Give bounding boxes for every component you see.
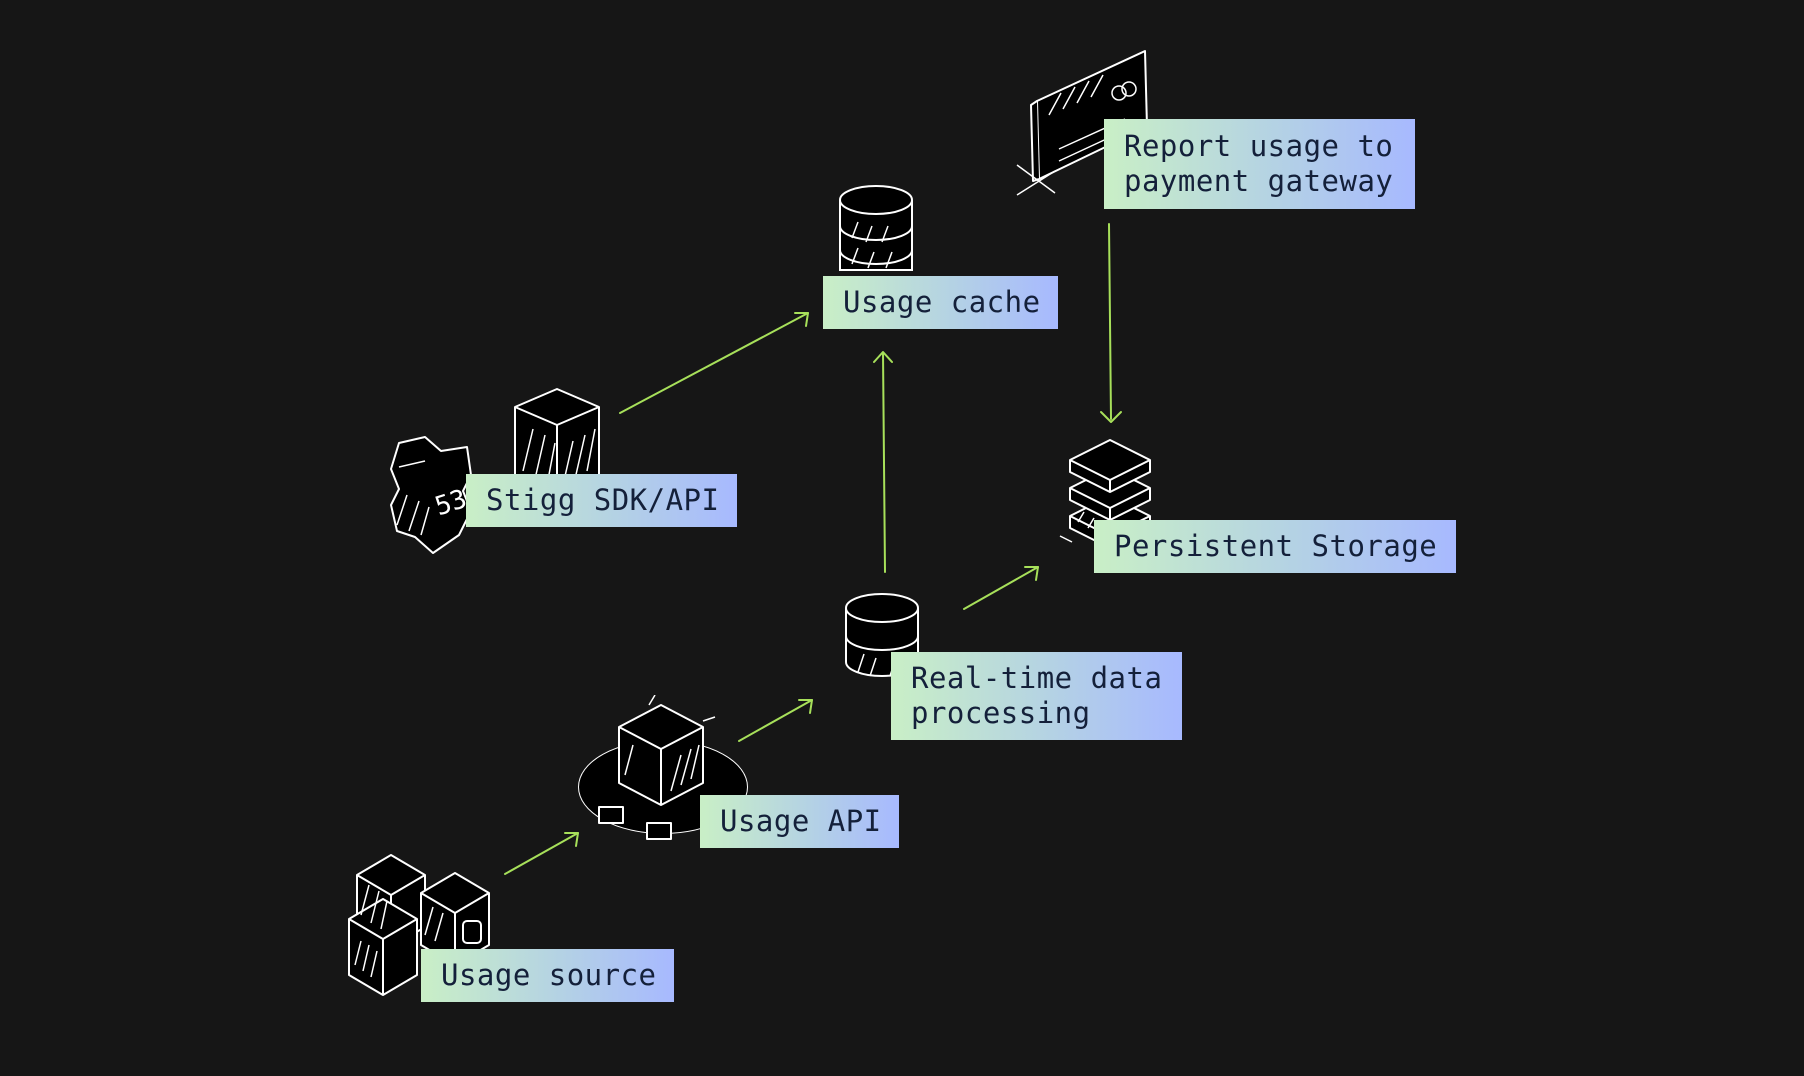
label-text: Usage API (720, 804, 882, 838)
arrow-realtime-to-usage-cache (873, 351, 893, 573)
node-label-report-usage: Report usage to payment gateway (1104, 119, 1415, 209)
label-text-line2: processing (911, 696, 1091, 730)
node-label-usage-cache: Usage cache (823, 276, 1058, 329)
arrow-stigg-to-usage-cache (619, 312, 809, 414)
stacked-boxes-icon (348, 854, 490, 996)
database-stack-icon (839, 185, 913, 271)
label-text: Usage source (441, 958, 657, 992)
arrow-realtime-to-persistent-storage (963, 566, 1039, 610)
payment-terminal-icon (1016, 50, 1148, 196)
cube-with-badge-icon: 53 (390, 388, 600, 554)
node-label-realtime-processing: Real-time data processing (891, 652, 1182, 740)
label-text: Usage cache (843, 285, 1041, 319)
node-label-usage-source: Usage source (421, 949, 674, 1002)
label-text: Real-time data (911, 661, 1163, 695)
label-text: Report usage to (1124, 129, 1394, 163)
node-label-stigg-sdk: Stigg SDK/API (466, 474, 737, 527)
label-text: Persistent Storage (1114, 529, 1438, 563)
arrow-report-to-persistent-storage (1100, 223, 1122, 423)
arrow-usage-source-to-usage-api (504, 832, 579, 875)
label-text: Stigg SDK/API (486, 483, 720, 517)
label-text-line2: payment gateway (1124, 164, 1394, 198)
node-label-usage-api: Usage API (700, 795, 899, 848)
node-label-persistent-storage: Persistent Storage (1094, 520, 1456, 573)
arrow-usage-api-to-realtime (738, 699, 813, 742)
